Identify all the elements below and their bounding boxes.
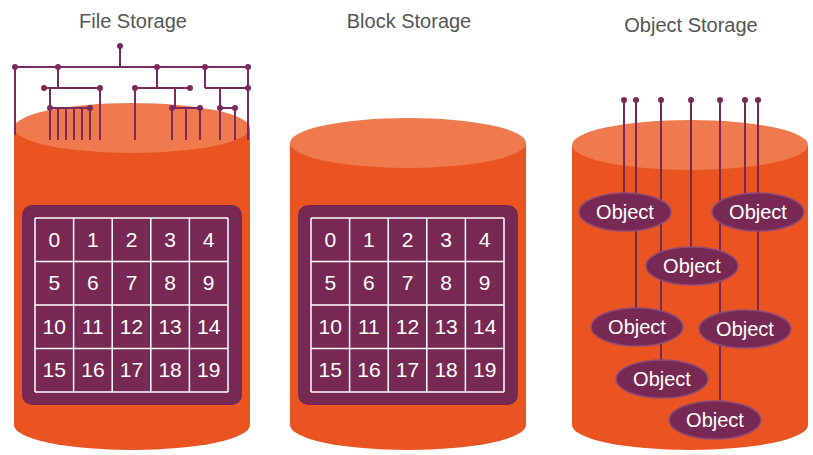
object-ellipse: Object [645,246,739,286]
storage-cylinder: Object StorageObjectObjectObjectObjectOb… [572,4,810,452]
block-number: 6 [350,271,389,295]
block-number: 9 [465,271,504,295]
object-label: Object [633,368,691,391]
storage-title: Block Storage [290,10,528,33]
block-number: 10 [35,315,74,339]
object-label: Object [596,201,654,224]
object-ellipse: Object [615,359,709,399]
block-number: 11 [74,315,113,339]
block-number: 10 [311,315,350,339]
block-number: 19 [189,358,228,382]
block-number: 15 [35,358,74,382]
block-number: 8 [427,271,466,295]
block-number: 16 [74,358,113,382]
block-number: 4 [189,228,228,252]
storage-cylinder: Block Storage [290,4,528,452]
block-number: 0 [35,228,74,252]
block-grid [22,205,518,405]
object-label: Object [716,318,774,341]
object-ellipse: Object [711,192,805,232]
object-label: Object [729,201,787,224]
block-number: 19 [465,358,504,382]
block-number: 1 [74,228,113,252]
block-number: 18 [151,358,190,382]
object-label: Object [686,409,744,432]
block-number: 14 [465,315,504,339]
block-number: 13 [427,315,466,339]
storage-title: File Storage [14,10,252,33]
block-number: 4 [465,228,504,252]
cylinder [14,103,808,450]
block-number: 3 [151,228,190,252]
block-number: 0 [311,228,350,252]
block-number: 9 [189,271,228,295]
block-number: 8 [151,271,190,295]
block-number: 6 [74,271,113,295]
storage-title: Object Storage [572,14,810,37]
object-label: Object [608,316,666,339]
block-number: 17 [388,358,427,382]
block-number: 5 [35,271,74,295]
block-number: 2 [112,228,151,252]
object-ellipse: Object [590,307,684,347]
block-number: 11 [350,315,389,339]
block-number: 12 [112,315,151,339]
object-ellipse: Object [698,309,792,349]
block-number: 17 [112,358,151,382]
block-number: 3 [427,228,466,252]
block-number: 7 [388,271,427,295]
block-number: 2 [388,228,427,252]
file-tree [15,46,248,140]
block-number: 15 [311,358,350,382]
block-number: 12 [388,315,427,339]
object-ellipse: Object [668,400,762,440]
storage-cylinder: File Storage [14,4,252,452]
block-number: 5 [311,271,350,295]
object-dots [621,97,761,103]
block-number: 1 [350,228,389,252]
block-number: 14 [189,315,228,339]
block-number: 16 [350,358,389,382]
block-number: 18 [427,358,466,382]
grid-lines [35,218,504,392]
block-number: 7 [112,271,151,295]
object-ellipse: Object [578,192,672,232]
block-number: 13 [151,315,190,339]
tree-dots [12,43,251,111]
object-label: Object [663,255,721,278]
